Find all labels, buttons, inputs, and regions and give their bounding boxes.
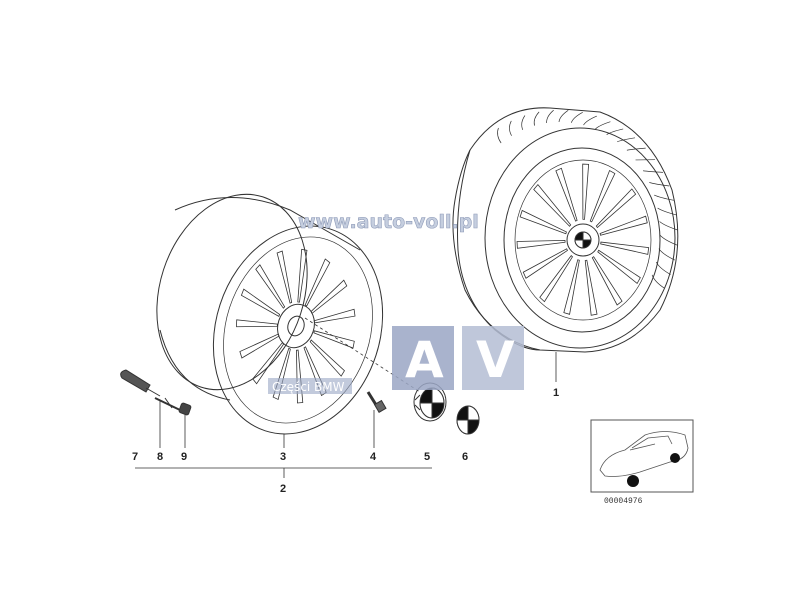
tread-line	[533, 111, 540, 126]
callouts: 1 2 3 4 5 6 7 8 9	[132, 387, 559, 495]
tread-line	[595, 121, 611, 130]
complete-wheel-tyre	[452, 107, 679, 353]
front-wheel-marker	[627, 475, 639, 487]
tread-line	[658, 248, 675, 261]
spoke	[555, 167, 578, 222]
wheel-bolt	[366, 391, 387, 414]
tread-line	[521, 115, 526, 131]
spoke	[303, 346, 327, 397]
spoke	[297, 248, 308, 303]
diagram-code: 00004976	[604, 497, 643, 506]
spoke	[595, 188, 637, 229]
tread-line	[509, 120, 512, 136]
callout-4: 4	[370, 451, 377, 463]
spoke	[516, 239, 566, 249]
tread-line	[546, 109, 554, 124]
spoke	[591, 256, 623, 306]
tread-line	[657, 207, 677, 216]
tread-line	[497, 127, 502, 144]
spoke	[519, 209, 567, 235]
spoke	[533, 183, 572, 227]
spoke	[584, 259, 598, 316]
tread-line	[606, 128, 624, 135]
spoke	[304, 258, 331, 307]
spoke	[589, 169, 616, 223]
spoke	[600, 241, 650, 255]
spoke	[522, 248, 568, 279]
callout-1: 1	[553, 387, 559, 399]
watermark-subtitle-bg	[268, 378, 352, 394]
tread-line	[571, 111, 583, 123]
callout-8: 8	[157, 451, 163, 463]
spoke	[255, 264, 286, 309]
watermark-url: www.auto-voll.pl	[298, 211, 479, 233]
bmw-emblem	[456, 405, 480, 435]
spoke	[240, 288, 281, 317]
inset-car-box: 00004976	[590, 419, 694, 506]
tyre-valve	[120, 369, 161, 397]
rear-wheel-marker	[670, 453, 680, 463]
tread-line	[654, 194, 675, 201]
watermark-letter-v: V	[476, 331, 515, 389]
tread-line	[659, 221, 679, 231]
tread-line	[626, 147, 646, 151]
spoke	[582, 163, 590, 220]
spoke	[539, 255, 574, 303]
spoke	[310, 279, 348, 315]
callout-9: 9	[181, 451, 187, 463]
light-alloy-rim	[156, 193, 384, 435]
callout-5: 5	[424, 451, 430, 463]
tread-line	[583, 115, 597, 126]
tread-line	[655, 261, 671, 275]
spoke	[599, 215, 648, 236]
hub-cap	[413, 382, 447, 422]
watermark-box-v	[462, 326, 524, 390]
callout-7: 7	[132, 451, 138, 463]
tread-line	[617, 137, 636, 143]
callout-6: 6	[462, 451, 468, 463]
watermark-box-a	[392, 326, 454, 390]
tread-line	[649, 182, 670, 187]
valve-cap	[178, 402, 192, 416]
tread-line	[651, 274, 665, 289]
spoke	[563, 259, 580, 315]
spoke	[313, 330, 355, 349]
spoke	[309, 339, 345, 377]
spoke	[296, 349, 304, 404]
callout-3: 3	[280, 451, 286, 463]
watermark-subtitle: Części BMW	[272, 380, 345, 394]
leader-lines	[135, 352, 557, 478]
spoke	[236, 319, 278, 328]
callout-2: 2	[280, 483, 286, 495]
watermark: www.auto-voll.pl A V Części BMW	[268, 211, 524, 394]
spoke	[313, 308, 356, 324]
spoke	[276, 250, 293, 304]
valve-core	[154, 397, 181, 411]
tread-line	[558, 110, 569, 123]
tread-line	[643, 170, 663, 173]
assembly-line	[304, 317, 421, 393]
watermark-letter-a: A	[405, 331, 444, 389]
spoke	[597, 249, 641, 285]
